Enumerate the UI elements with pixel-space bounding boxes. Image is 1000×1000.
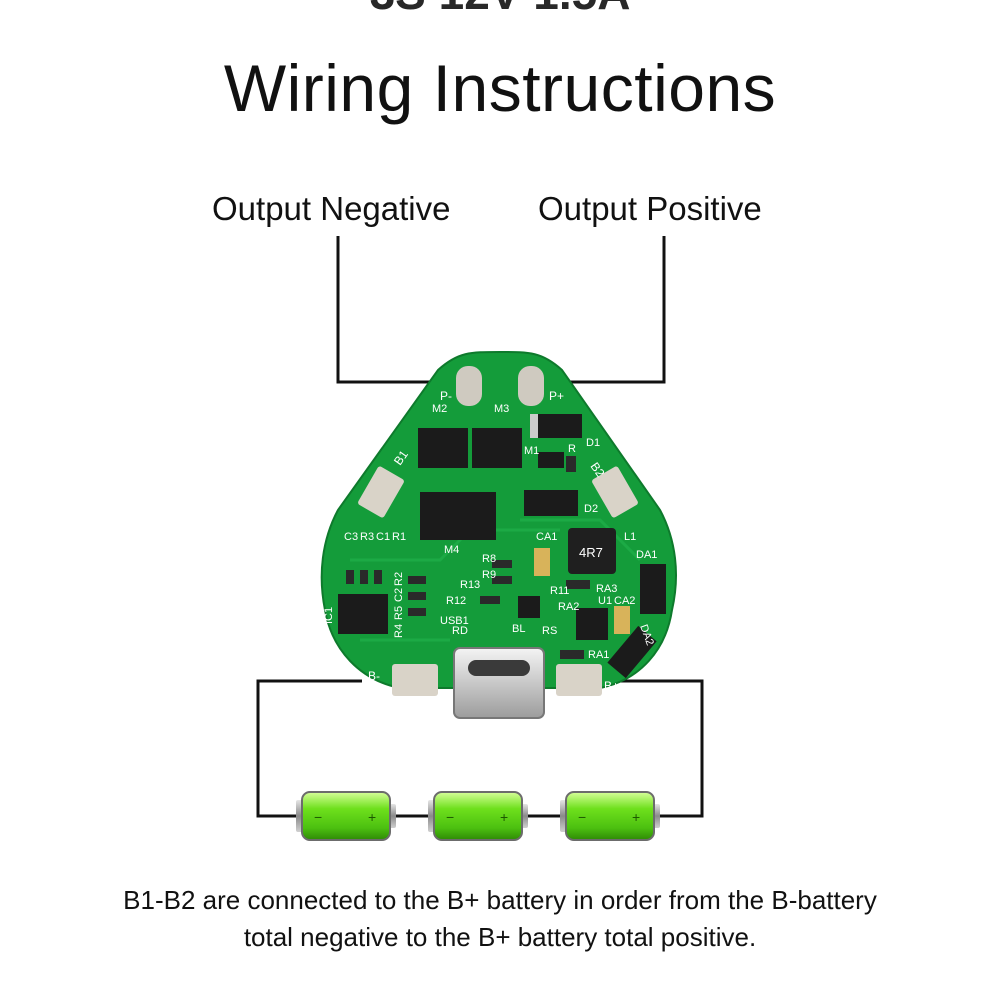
mosfet-m3 <box>472 428 522 468</box>
component-label: RA1 <box>588 649 609 661</box>
component-label: RD <box>452 625 468 637</box>
wire-battery-positive <box>600 679 704 818</box>
component-label: CA1 <box>536 531 557 543</box>
component-label: M4 <box>444 544 459 556</box>
minus-icon: − <box>578 809 586 825</box>
diode-d1 <box>530 414 582 438</box>
component-label: C3 <box>344 531 358 543</box>
pad-label-p-plus: P+ <box>549 389 564 403</box>
component-label: C1 <box>376 531 390 543</box>
caption-line-1: B1-B2 are connected to the B+ battery in… <box>123 885 877 915</box>
component-label: R5 <box>393 606 405 620</box>
component-label: R12 <box>446 595 466 607</box>
component-label: R9 <box>482 569 496 581</box>
caption-line-2: total negative to the B+ battery total p… <box>243 922 757 952</box>
component-label: R3 <box>360 531 374 543</box>
component-label: DA1 <box>636 549 657 561</box>
component-label: R11 <box>550 585 569 597</box>
capacitor-ca2 <box>614 606 630 634</box>
plus-icon: + <box>500 809 508 825</box>
pad-label-p-minus: P- <box>440 389 452 403</box>
plus-icon: + <box>368 809 376 825</box>
diode-da2 <box>607 625 657 679</box>
transistor-m1 <box>538 452 564 468</box>
pad-b1 <box>358 466 404 518</box>
diode-da1 <box>640 564 666 614</box>
plus-icon: + <box>632 809 640 825</box>
inductor-marking: 4R7 <box>579 545 603 560</box>
component-label: R4 <box>393 624 405 638</box>
battery-2: − + <box>428 791 528 841</box>
component-label: CA2 <box>614 595 635 607</box>
pad-p-plus <box>518 366 544 406</box>
wire-battery-negative <box>256 679 362 818</box>
smd-resistors <box>346 456 590 659</box>
component-label: D1 <box>586 437 600 449</box>
usb-c-port <box>453 647 545 719</box>
component-label: R13 <box>460 579 480 591</box>
output-negative-label: Output Negative <box>212 190 451 227</box>
component-label: IC1 <box>323 607 335 624</box>
pad-b2 <box>592 466 638 518</box>
pad-b-minus <box>392 664 438 696</box>
page-title: Wiring Instructions <box>223 51 777 125</box>
mosfet-m2 <box>418 428 468 468</box>
minus-icon: − <box>446 809 454 825</box>
diode-d2 <box>524 490 578 516</box>
component-label: L1 <box>624 531 636 543</box>
component-label: M3 <box>494 403 509 415</box>
capacitor-ca1 <box>534 548 550 576</box>
pad-label-b-minus: B- <box>368 669 380 683</box>
component-label: BL <box>512 623 525 635</box>
ic-ic1 <box>338 594 388 634</box>
caption: B1-B2 are connected to the B+ battery in… <box>0 882 1000 956</box>
pad-p-minus <box>456 366 482 406</box>
wire-output-positive <box>530 236 666 384</box>
battery-1: − + <box>296 791 396 841</box>
mosfet-m4 <box>420 492 496 540</box>
component-label: R <box>568 443 576 455</box>
component-label: USB1 <box>440 615 469 627</box>
component-label: M1 <box>524 445 539 457</box>
inductor-l1 <box>568 528 616 574</box>
component-label: RA2 <box>558 601 579 613</box>
component-label: C2 <box>393 588 405 602</box>
component-label: R1 <box>392 531 406 543</box>
component-label: R2 <box>393 572 405 586</box>
component-label: M2 <box>432 403 447 415</box>
component-label: RS <box>542 625 557 637</box>
cropped-header-text: 3S 12V 1.5A <box>0 0 1000 20</box>
component-label: U1 <box>598 595 612 607</box>
wire-output-negative <box>336 236 462 384</box>
component-label: RA3 <box>596 583 617 595</box>
component-label: R8 <box>482 553 496 565</box>
output-positive-label: Output Positive <box>538 190 762 227</box>
ic-u1 <box>576 608 608 640</box>
battery-3: − + <box>560 791 660 841</box>
component-label: D2 <box>584 503 598 515</box>
minus-icon: − <box>314 809 322 825</box>
pad-label-b-plus: B+ <box>604 679 619 693</box>
pad-b-plus <box>556 664 602 696</box>
